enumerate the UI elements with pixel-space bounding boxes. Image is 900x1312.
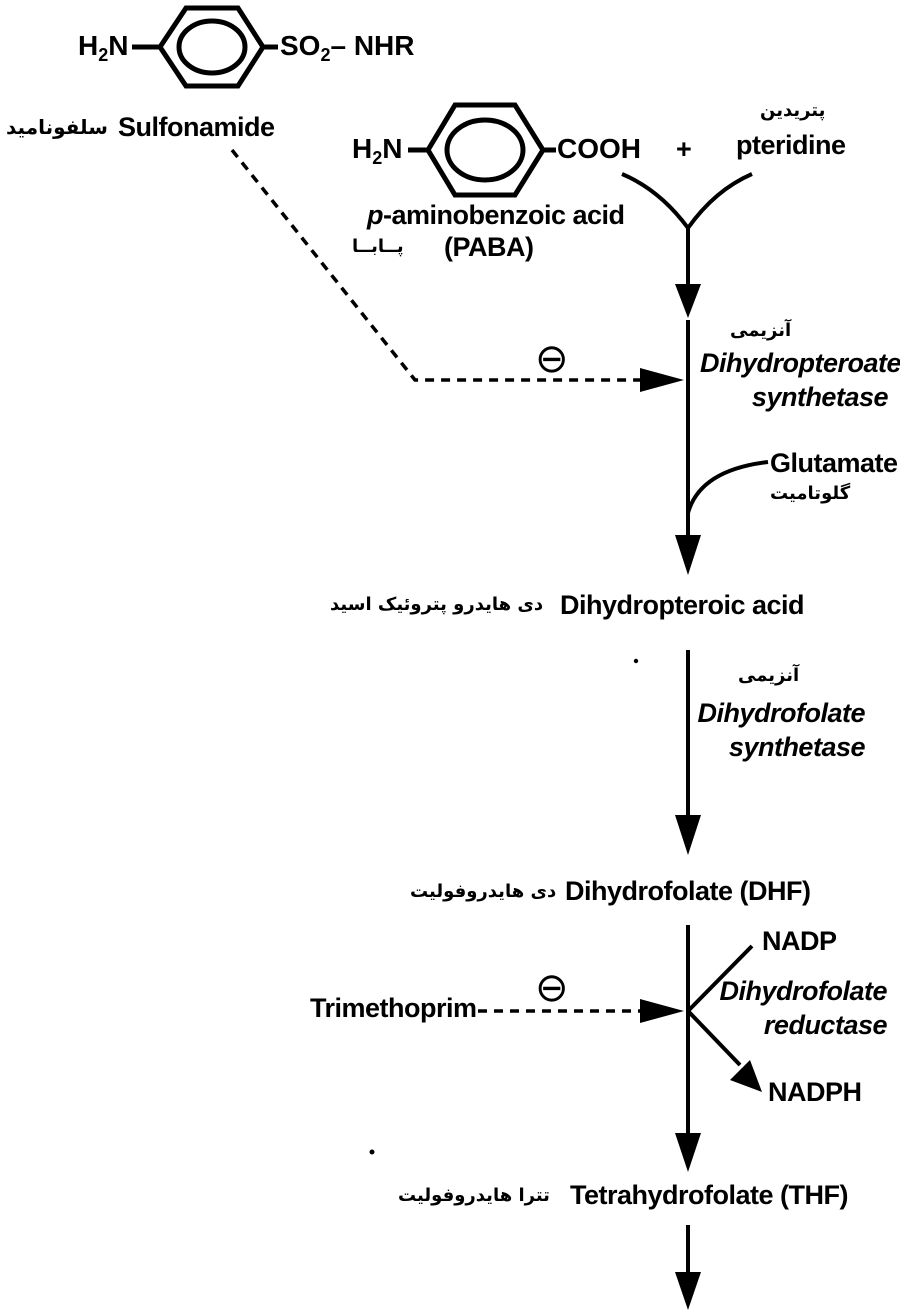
sulfonamide-inhibition-line bbox=[230, 148, 640, 382]
paba-amine-group: H2N bbox=[352, 133, 402, 169]
enzyme1-line2: synthetase bbox=[751, 382, 889, 412]
arrowhead-3 bbox=[675, 815, 701, 855]
nadph-line bbox=[686, 1009, 742, 1067]
merge-connector bbox=[621, 172, 753, 232]
sulfonamide-so: SO bbox=[280, 30, 321, 61]
enzyme2-line2: synthetase bbox=[728, 732, 866, 762]
sulfonamide-name-fa: سلفونامید bbox=[6, 115, 108, 139]
paba-h-sub: 2 bbox=[372, 148, 383, 168]
dhf-name-fa: دی هایدروفولیت bbox=[410, 881, 557, 902]
enzyme3-line1: Dihydrofolate bbox=[719, 976, 887, 1006]
sulfonamide-h: H bbox=[78, 30, 99, 61]
enzyme2-name: Dihydrofolate synthetase bbox=[690, 696, 865, 764]
thf-name-en: Tetrahydrofolate (THF) bbox=[570, 1180, 849, 1210]
nadp-line bbox=[686, 944, 754, 1013]
enzyme2-line1: Dihydrofolate bbox=[697, 698, 865, 728]
nadph-label: NADPH bbox=[768, 1077, 862, 1107]
sulfonamide-h-sub: 2 bbox=[98, 45, 109, 65]
paba-benzene-ring bbox=[408, 102, 556, 198]
sulfonamide-sulfonyl-group: SO2– NHR bbox=[280, 30, 415, 66]
nadph-arrowhead bbox=[730, 1060, 762, 1092]
nadp-label: NADP bbox=[762, 926, 837, 956]
paba-n: N bbox=[382, 133, 403, 164]
paba-carboxyl-group: COOH bbox=[557, 133, 641, 164]
inhibition-symbol-1: ⊖ bbox=[535, 337, 569, 381]
sulfonamide-amine-group: H2N bbox=[78, 30, 128, 66]
paba-name-prefix: p bbox=[367, 200, 384, 230]
paba-abbr: (PABA) bbox=[444, 232, 534, 262]
trimethoprim-label: Trimethoprim bbox=[310, 993, 477, 1023]
arrowhead-2 bbox=[675, 535, 701, 575]
trimethoprim-inhibition-arrowhead bbox=[640, 999, 684, 1023]
enzyme3-line2: reductase bbox=[763, 1010, 888, 1040]
sulfonamide-benzene-ring bbox=[132, 5, 278, 89]
glutamate-name-fa: گلوتامیت bbox=[770, 483, 851, 504]
sulfonamide-name-en: Sulfonamide bbox=[118, 112, 275, 142]
enzyme3-name: Dihydrofolate reductase bbox=[705, 974, 887, 1042]
enzyme2-label-fa: آنزیمی bbox=[738, 665, 800, 686]
pteridine-name-en: pteridine bbox=[736, 130, 846, 160]
speck-1 bbox=[633, 658, 639, 664]
arrowhead-1 bbox=[675, 284, 701, 318]
enzyme1-line1: Dihydropteroate bbox=[700, 348, 900, 378]
dhf-name-en: Dihydrofolate (DHF) bbox=[565, 876, 811, 906]
dihydropteroic-name-fa: دی هایدرو پتروئیک اسید bbox=[330, 594, 544, 615]
arrowhead-5 bbox=[675, 1272, 701, 1310]
paba-name-rest: -aminobenzoic acid bbox=[383, 200, 625, 230]
plus-sign: + bbox=[676, 134, 692, 164]
enzyme1-label-fa: آنزیمی bbox=[730, 320, 792, 341]
paba-name-en: p-aminobenzoic acid bbox=[367, 200, 625, 231]
glutamate-curve bbox=[686, 460, 769, 514]
paba-h: H bbox=[352, 133, 373, 164]
dihydropteroic-name-en: Dihydropteroic acid bbox=[560, 590, 805, 620]
pathway-arrowheads bbox=[675, 284, 701, 1310]
inhibition-symbol-2: ⊖ bbox=[535, 966, 569, 1010]
sulfonamide-n: N bbox=[108, 30, 129, 61]
arrowhead-4 bbox=[675, 1133, 701, 1172]
pteridine-name-fa: پتریدین bbox=[760, 100, 826, 121]
sulfonamide-inhibition-arrowhead bbox=[640, 368, 684, 392]
sulfonamide-nhr: – NHR bbox=[330, 30, 415, 61]
sulfonamide-so-sub: 2 bbox=[320, 45, 331, 65]
thf-name-fa: تترا هایدروفولیت bbox=[398, 1185, 550, 1206]
enzyme1-name: Dihydropteroate synthetase bbox=[700, 346, 900, 414]
speck-2 bbox=[369, 1149, 375, 1155]
paba-name-fa: پــابــا bbox=[352, 236, 404, 257]
glutamate-name-en: Glutamate bbox=[770, 448, 898, 478]
